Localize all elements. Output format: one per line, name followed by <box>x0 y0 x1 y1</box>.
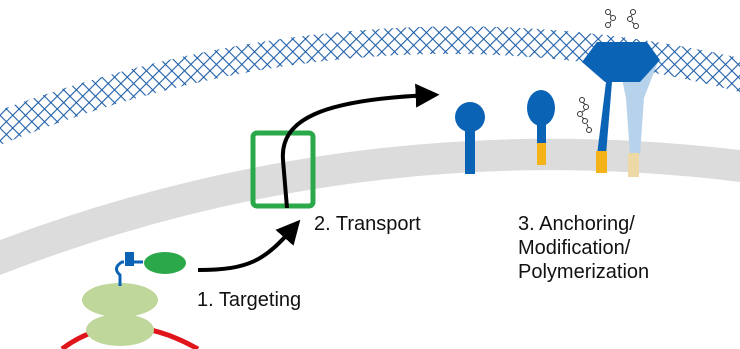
step-label-anchoring: 3. Anchoring/ Modification/ Polymerizati… <box>518 212 649 284</box>
surface-protein-transmembrane <box>455 102 485 174</box>
step-label-anchoring-line-2: Modification/ <box>518 237 631 259</box>
step-label-anchoring-line-3: Polymerization <box>518 261 650 283</box>
arrow-transport <box>280 83 440 209</box>
step-label-anchoring-line-1: 3. Anchoring/ <box>518 213 635 235</box>
glycan-icon <box>577 9 639 133</box>
arrow-targeting <box>197 219 301 272</box>
step-label-targeting: 1. Targeting <box>197 289 302 311</box>
surface-protein-polymerized <box>582 42 660 173</box>
surface-protein-anchored <box>527 90 555 165</box>
ribosome-icon <box>82 283 158 346</box>
nascent-protein-icon <box>115 252 186 286</box>
step-label-transport: 2. Transport <box>314 213 421 235</box>
cell-wall <box>0 26 740 145</box>
transporter-icon <box>250 130 316 209</box>
plasma-membrane <box>0 138 740 275</box>
